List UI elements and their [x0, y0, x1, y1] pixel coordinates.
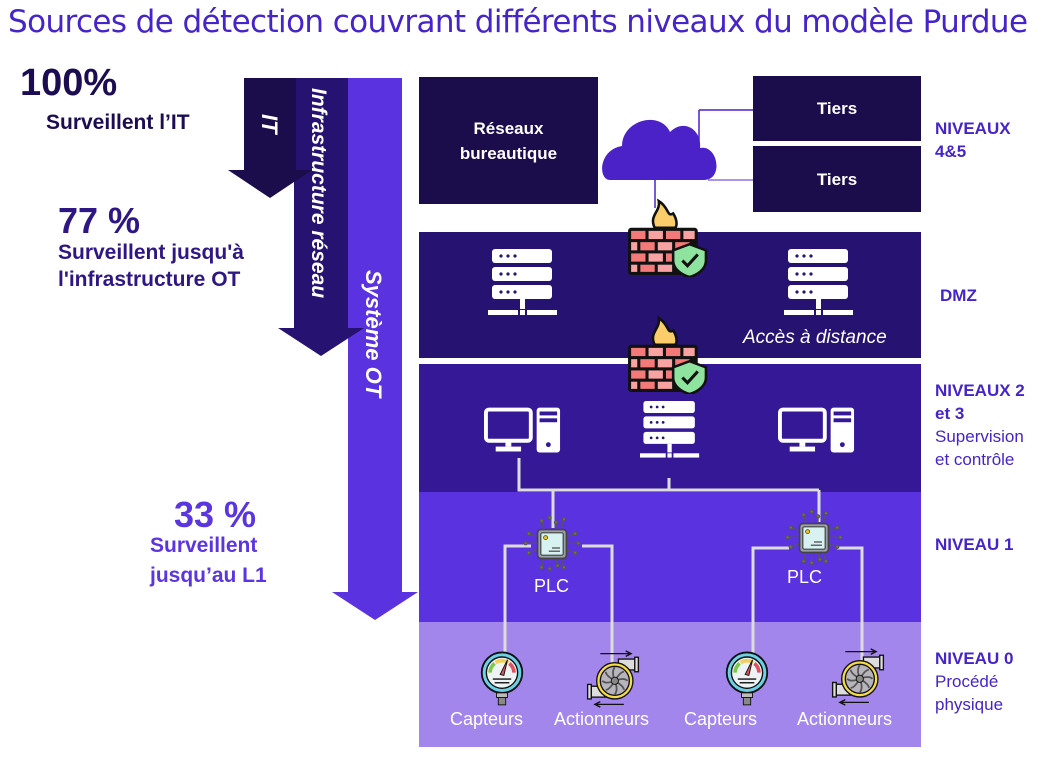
- dmz-server-icon-left: [488, 248, 558, 320]
- plc-label-left: PLC: [534, 576, 570, 596]
- office-network-line1: Réseaux: [473, 118, 544, 138]
- stat-infra-label-line2: l'infrastructure OT: [58, 268, 241, 291]
- device-label-sensors-2: Capteurs: [684, 709, 758, 729]
- office-network-line2: bureautique: [459, 143, 558, 163]
- workstation-icon-right: [778, 407, 856, 455]
- stat-it-value: 100%: [20, 62, 118, 104]
- stat-infra-value: 77 %: [58, 200, 141, 241]
- level-1-label: NIVEAU 1: [935, 535, 1014, 554]
- stat-infra-label-line1: Surveillent jusqu'à: [58, 241, 244, 264]
- plc-chip-icon-left: [524, 516, 580, 572]
- stat-it-label: Surveillent l’IT: [46, 111, 190, 134]
- device-label-actuators-2: Actionneurs: [797, 709, 893, 729]
- firewall-icon-top: [626, 195, 708, 277]
- third-party-label-2: Tiers: [816, 169, 858, 189]
- device-label-sensors-1: Capteurs: [450, 709, 524, 729]
- stat-l1-label-line1: Surveillent: [150, 534, 258, 557]
- plc-label-right: PLC: [787, 567, 823, 587]
- network-connections: [503, 458, 864, 665]
- cloud-icon: [602, 109, 753, 208]
- arrow-it: [228, 78, 312, 198]
- dmz-label: DMZ: [940, 286, 977, 305]
- firewall-icon-bottom: [626, 312, 708, 394]
- office-network-box: Réseaux bureautique: [419, 77, 598, 204]
- arrow-it-label: IT: [257, 114, 282, 134]
- dmz-server-icon-right: [784, 248, 854, 320]
- stat-l1-label-line2: jusqu’au L1: [150, 564, 267, 587]
- arrow-ot-label: Système OT: [361, 270, 386, 398]
- diagram-title: Sources de détection couvrant différents…: [8, 4, 1028, 40]
- workstation-icon-left: [484, 407, 562, 455]
- third-party-box-2: Tiers: [753, 146, 921, 212]
- arrow-ot: [332, 78, 418, 620]
- arrow-infra: [278, 78, 364, 356]
- level-1-band: [419, 492, 921, 622]
- sensor-gauge-icon-1: [479, 650, 525, 710]
- actuator-pump-icon-1: [584, 650, 642, 708]
- sensor-gauge-icon-2: [724, 650, 770, 710]
- remote-access-label: Accès à distance: [743, 327, 887, 348]
- coverage-arrows: [228, 78, 418, 620]
- device-label-actuators-1: Actionneurs: [554, 709, 650, 729]
- plc-chip-icon-right: [786, 510, 842, 566]
- third-party-box-1: Tiers: [753, 76, 921, 141]
- stat-l1-value: 33 %: [174, 494, 257, 535]
- arrow-infra-label: Infrastructure réseau: [307, 88, 330, 299]
- actuator-pump-icon-2: [829, 648, 887, 706]
- third-party-label-1: Tiers: [816, 99, 858, 118]
